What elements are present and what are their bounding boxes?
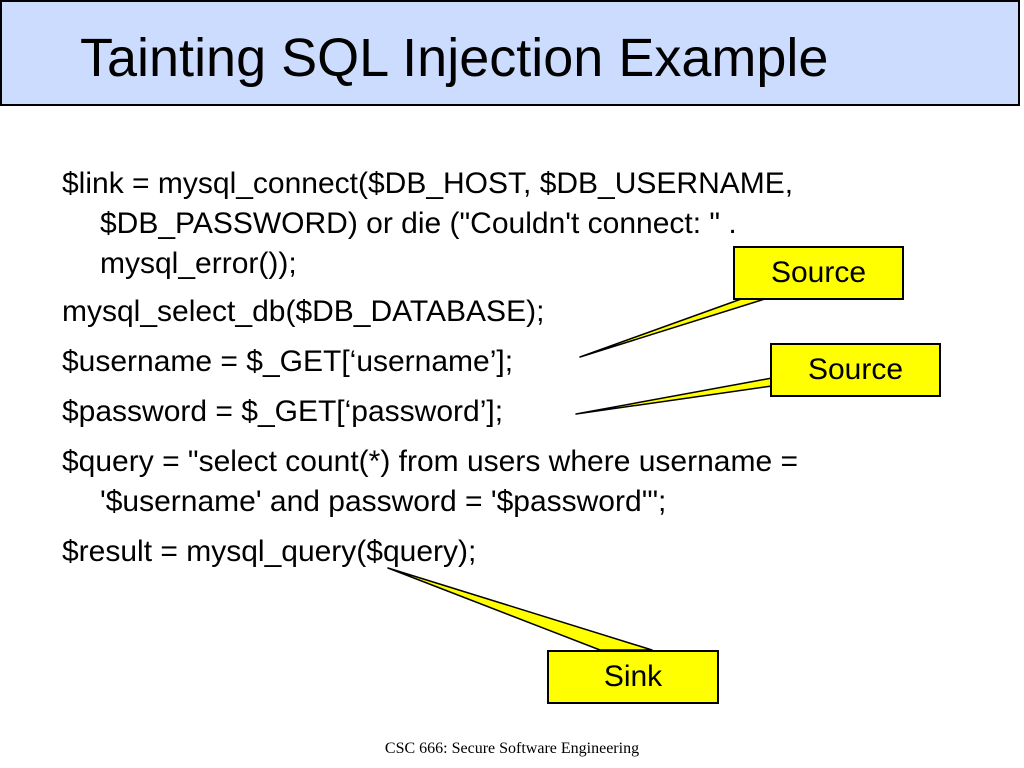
code-line-username: $username = $_GET[‘username’]; xyxy=(62,345,514,378)
title-bar: Tainting SQL Injection Example xyxy=(0,0,1020,106)
source-callout-2: Source xyxy=(770,343,941,397)
slide-title: Tainting SQL Injection Example xyxy=(80,28,829,88)
code-line-result: $result = mysql_query($query); xyxy=(62,535,477,568)
code-line-link-cont: mysql_error()); xyxy=(100,247,297,280)
code-line-query-cont: '$username' and password = '$password'"; xyxy=(100,485,667,518)
slide-footer: CSC 666: Secure Software Engineering xyxy=(384,740,640,757)
code-line-link: $link = mysql_connect($DB_HOST, $DB_USER… xyxy=(62,167,794,200)
source-callout-1: Source xyxy=(733,246,904,300)
code-line-select-db: mysql_select_db($DB_DATABASE); xyxy=(62,295,545,328)
code-line-query: $query = "select count(*) from users whe… xyxy=(62,445,798,478)
source-2-pointer xyxy=(575,377,773,415)
sink-callout: Sink xyxy=(547,650,719,704)
code-line-password: $password = $_GET[‘password’]; xyxy=(62,395,504,428)
sink-pointer xyxy=(387,567,653,651)
source-1-pointer xyxy=(579,297,769,358)
code-line-link-cont: $DB_PASSWORD) or die ("Couldn't connect:… xyxy=(100,207,737,240)
